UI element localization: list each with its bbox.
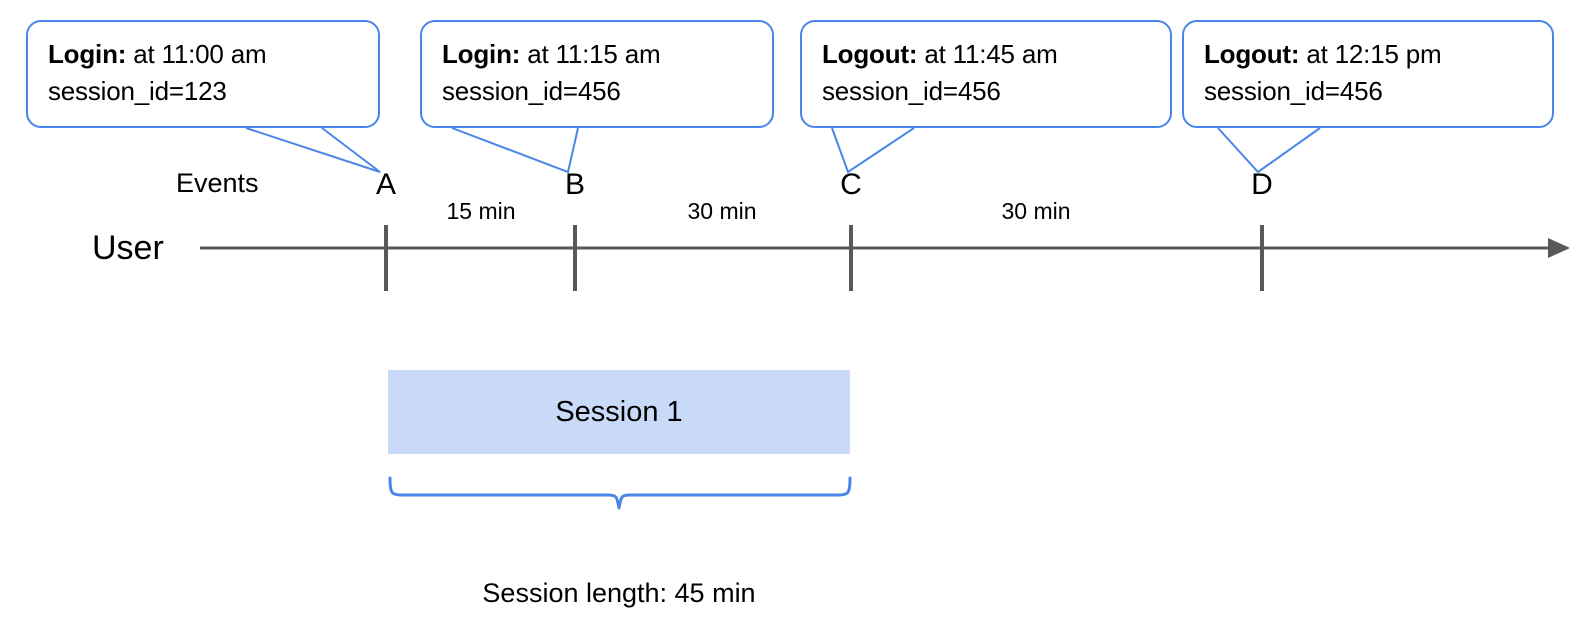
- interval-label-b-c: 30 min: [687, 198, 757, 224]
- callout-d-session: session_id=456: [1204, 76, 1383, 106]
- callout-d-detail: at 12:15 pm: [1299, 39, 1442, 69]
- callout-tail-b: [451, 127, 579, 174]
- callout-b-line1: Login: at 11:15 am: [442, 36, 754, 73]
- session-bar-label: Session 1: [555, 395, 683, 428]
- timeline-axis: [200, 238, 1570, 258]
- callout-a-session: session_id=123: [48, 76, 227, 106]
- callout-d-line1: Logout: at 12:15 pm: [1204, 36, 1534, 73]
- callout-b-detail: at 11:15 am: [520, 39, 661, 69]
- event-tick-d: [1260, 225, 1264, 291]
- callout-bubble-d: Logout: at 12:15 pm session_id=456: [1182, 20, 1554, 128]
- callout-bubble-a: Login: at 11:00 am session_id=123: [26, 20, 380, 128]
- marker-label-d: D: [1251, 168, 1273, 201]
- callout-c-line1: Logout: at 11:45 am: [822, 36, 1152, 73]
- callout-c-session: session_id=456: [822, 76, 1001, 106]
- callout-b-event: Login:: [442, 39, 521, 69]
- callout-c-detail: at 11:45 am: [917, 39, 1058, 69]
- callout-tail-d: [1217, 127, 1321, 174]
- marker-label-a: A: [375, 168, 397, 201]
- callout-bubble-c: Logout: at 11:45 am session_id=456: [800, 20, 1172, 128]
- callout-b-session: session_id=456: [442, 76, 621, 106]
- callout-tail-c: [831, 127, 915, 174]
- event-tick-a: [384, 225, 388, 291]
- event-tick-c: [849, 225, 853, 291]
- callout-c-event: Logout:: [822, 39, 918, 69]
- lane-label-user: User: [92, 229, 164, 267]
- callout-d-event: Logout:: [1204, 39, 1300, 69]
- callout-tail-a: [245, 127, 381, 173]
- event-tick-b: [573, 225, 577, 291]
- session-length-caption: Session length: 45 min: [482, 578, 756, 608]
- marker-label-b: B: [564, 168, 586, 201]
- callout-a-event: Login:: [48, 39, 127, 69]
- callout-a-line1: Login: at 11:00 am: [48, 36, 360, 73]
- callout-bubble-b: Login: at 11:15 am session_id=456: [420, 20, 774, 128]
- callout-a-detail: at 11:00 am: [126, 39, 267, 69]
- interval-label-c-d: 30 min: [1001, 198, 1071, 224]
- session-bar: Session 1: [388, 370, 850, 454]
- axis-arrowhead: [1548, 238, 1570, 258]
- marker-label-c: C: [840, 168, 862, 201]
- events-row-label: Events: [176, 168, 259, 198]
- session-brace: [388, 476, 852, 510]
- interval-label-a-b: 15 min: [446, 198, 516, 224]
